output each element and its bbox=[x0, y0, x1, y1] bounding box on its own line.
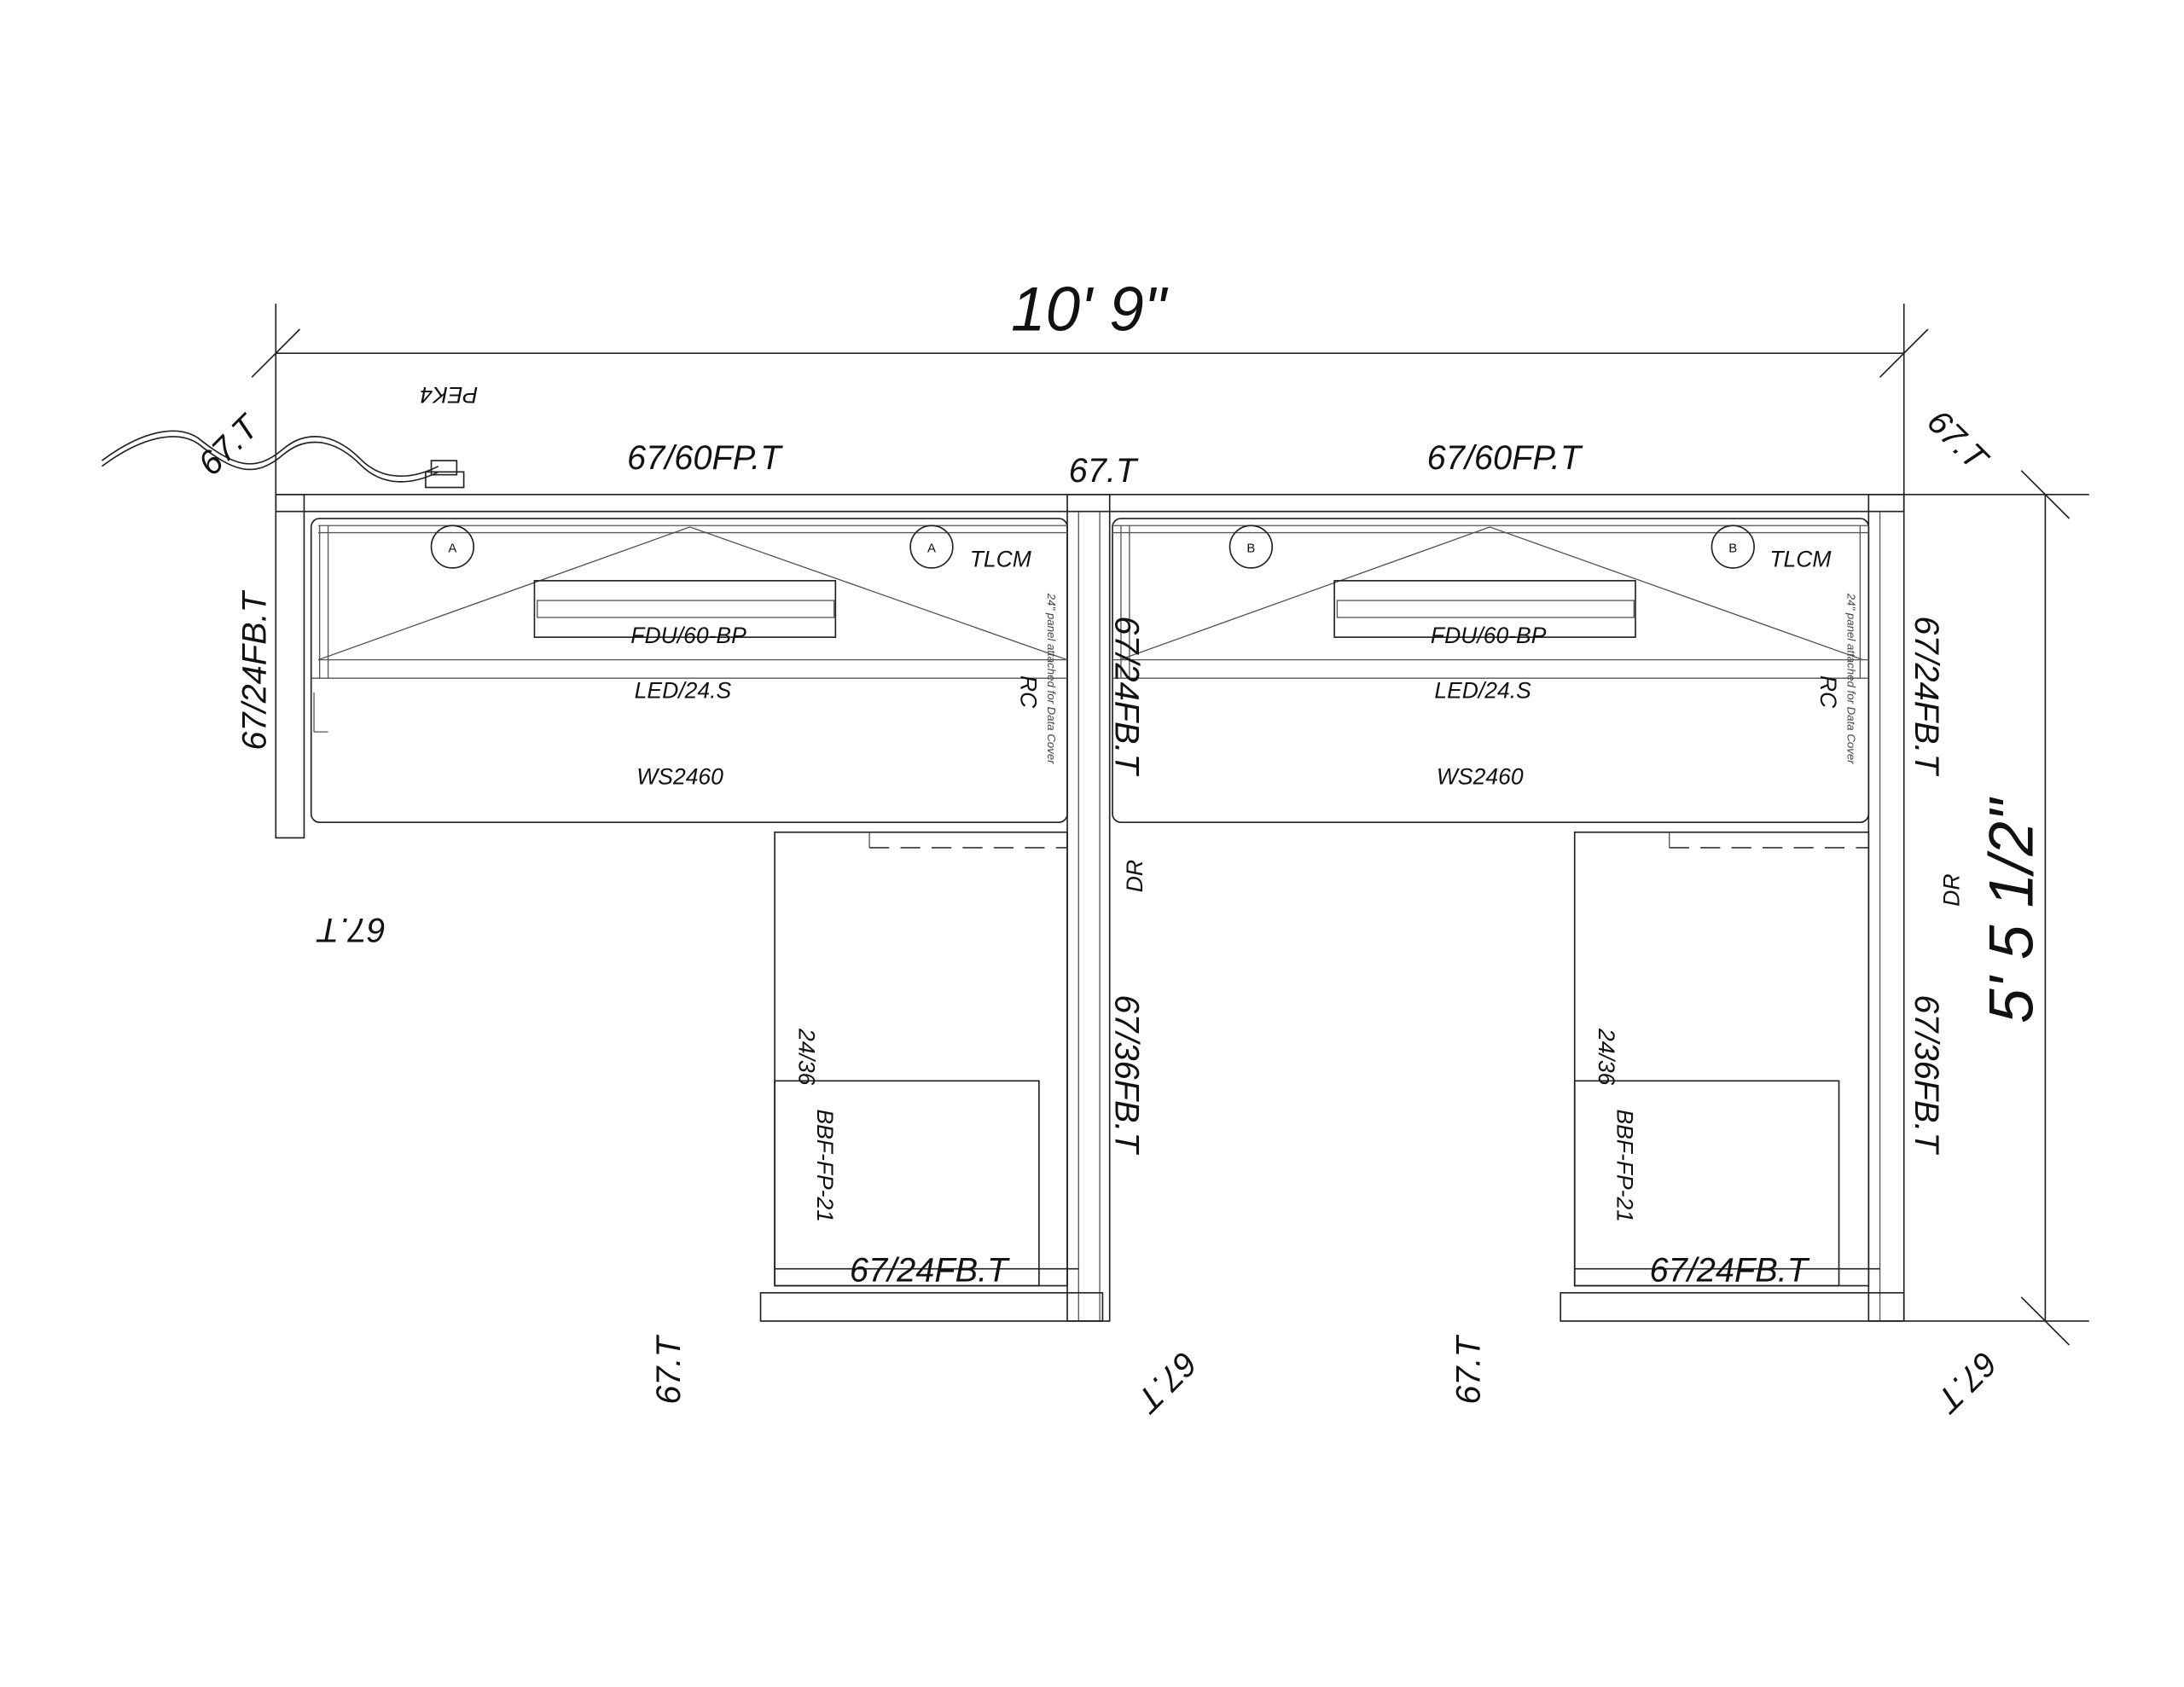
depth-dimension-label: 5' 5 1/2" bbox=[1977, 797, 2046, 1023]
bbf-label: BBF-FP-21 bbox=[812, 1109, 838, 1222]
depth-dimension: 5' 5 1/2" bbox=[1903, 470, 2089, 1346]
led-label: LED/24.S bbox=[1434, 677, 1531, 703]
panel-label: 67/24FB.T bbox=[1650, 1252, 1810, 1290]
workstation-left: A A TLCM FDU/60-BP LED/24.S WS2460 RC 24… bbox=[310, 518, 1147, 1287]
panel-label: 67/60FP.T bbox=[1427, 439, 1583, 477]
fdu-drawer bbox=[1333, 580, 1636, 638]
panel-label: 67.T bbox=[1928, 1344, 2004, 1420]
panel-label: 67/24FB.T bbox=[1908, 616, 1945, 776]
light-a-label: A bbox=[448, 542, 456, 556]
light-b-icon bbox=[1228, 525, 1274, 569]
tlcm-label: TLCM bbox=[1769, 546, 1832, 571]
size-label: 24/36 bbox=[793, 1028, 819, 1086]
data-cover-note: 24" panel attached for Data Cover bbox=[1045, 593, 1058, 764]
fdu-drawer bbox=[533, 580, 837, 638]
file-pedestal bbox=[774, 1080, 1040, 1287]
panel-label: 67.T bbox=[1920, 403, 1995, 478]
rc-label: RC bbox=[1815, 675, 1841, 709]
panel-label: 67.T bbox=[1069, 452, 1139, 490]
panel-label: 67.T bbox=[316, 911, 386, 948]
rc-label: RC bbox=[1015, 675, 1041, 709]
led-label: LED/24.S bbox=[635, 677, 732, 703]
panel-label: 67/36FB.T bbox=[1107, 994, 1145, 1155]
worksurface-label: WS2460 bbox=[1437, 763, 1524, 789]
panel-label: 67/24FB.T bbox=[1107, 616, 1145, 776]
tlcm-label: TLCM bbox=[970, 546, 1032, 571]
size-label: 24/36 bbox=[1594, 1028, 1619, 1086]
fdu-label: FDU/60-BP bbox=[1431, 623, 1547, 648]
panel-label: 67.T bbox=[191, 407, 267, 483]
data-cover-note: 24" panel attached for Data Cover bbox=[1844, 593, 1857, 764]
light-b-icon bbox=[1711, 525, 1755, 569]
panel-label: 67/36FB.T bbox=[1908, 994, 1945, 1155]
panel-label: 67.T bbox=[1450, 1334, 1488, 1404]
light-b-label: B bbox=[1728, 542, 1737, 556]
panel-label: 67/24FB.T bbox=[236, 589, 274, 750]
panel-label: 67.T bbox=[1128, 1344, 1204, 1420]
worksurface-label: WS2460 bbox=[636, 763, 723, 789]
width-dimension-label: 10' 9" bbox=[1011, 275, 1169, 345]
power-cord bbox=[102, 430, 465, 489]
panels bbox=[275, 493, 1905, 1322]
fdu-label: FDU/60-BP bbox=[630, 623, 746, 648]
panel-label: 67/60FP.T bbox=[627, 439, 783, 477]
bbf-label: BBF-FP-21 bbox=[1612, 1109, 1637, 1222]
width-dimension: 10' 9" bbox=[251, 275, 1929, 495]
panel-label: 67/24FB.T bbox=[850, 1252, 1010, 1290]
dr-label: DR bbox=[1938, 874, 1964, 907]
light-a-icon bbox=[909, 525, 954, 569]
light-a-icon bbox=[430, 525, 475, 569]
workstation-right: B B TLCM FDU/60-BP LED/24.S WS2460 RC 24… bbox=[1112, 518, 1964, 1287]
file-pedestal bbox=[1573, 1080, 1840, 1287]
light-a-label: A bbox=[927, 542, 936, 556]
pek-label: PEK4 bbox=[420, 382, 478, 408]
dr-label: DR bbox=[1122, 860, 1147, 892]
light-b-label: B bbox=[1246, 542, 1255, 556]
panel-label: 67.T bbox=[650, 1334, 688, 1404]
